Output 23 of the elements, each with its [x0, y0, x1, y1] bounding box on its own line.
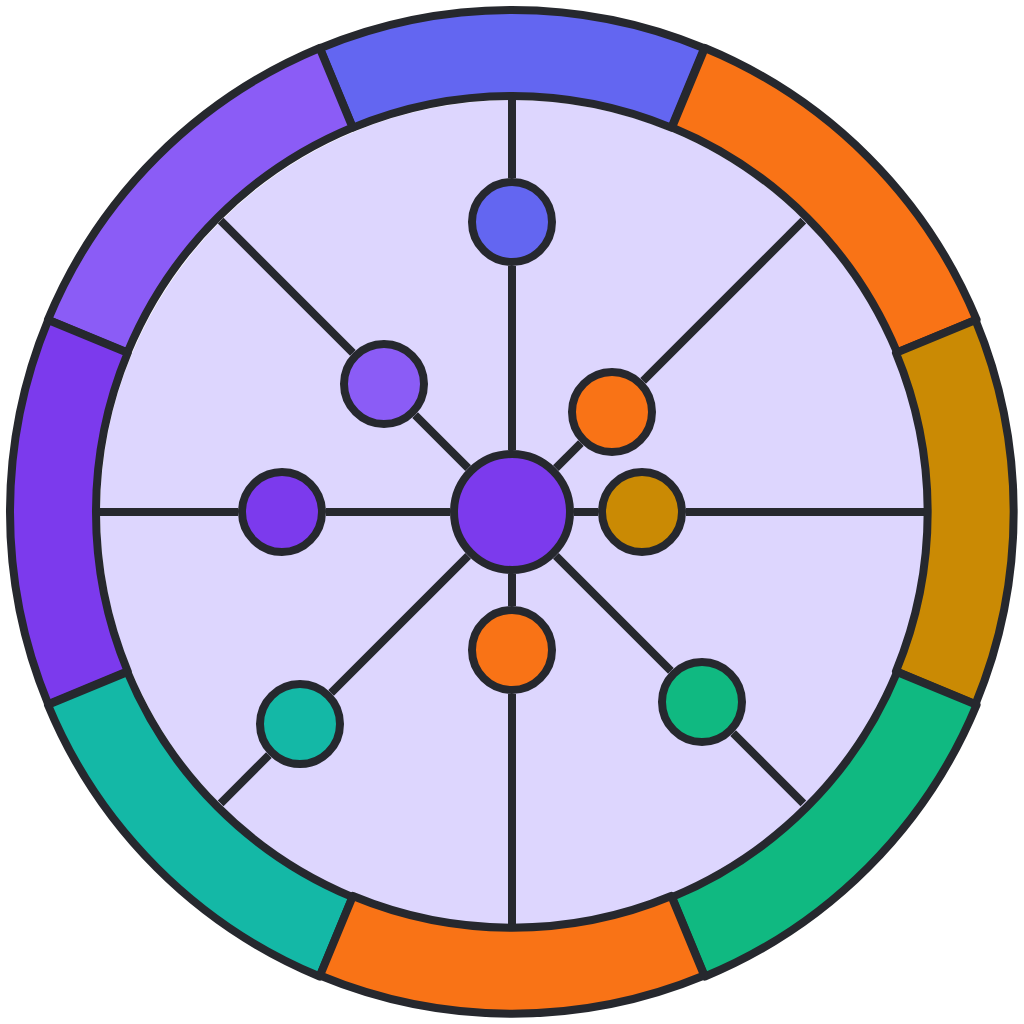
spoke-line [686, 508, 924, 516]
spoke-line [100, 508, 238, 516]
spoke-line [412, 412, 471, 471]
spoke-line [574, 508, 598, 516]
spoke-line [508, 574, 516, 606]
spoke-line [508, 694, 516, 924]
spoke-line [553, 440, 584, 471]
spoke-line [328, 553, 471, 696]
ring-segment [315, 6, 709, 132]
spoke-line [217, 217, 356, 356]
spoke-line [217, 752, 272, 807]
spoke-line [553, 553, 674, 674]
spoke-line [730, 730, 807, 807]
ring-segment [6, 315, 132, 709]
ring-segment [44, 44, 357, 357]
spoke-line [326, 508, 450, 516]
ring-segment [315, 892, 709, 1018]
hub-circle [450, 450, 574, 574]
spoke-line [508, 100, 516, 178]
ring-segment [44, 667, 357, 980]
spoke-line [508, 266, 516, 450]
ring-segment [667, 44, 980, 357]
spoke-line [640, 217, 807, 384]
